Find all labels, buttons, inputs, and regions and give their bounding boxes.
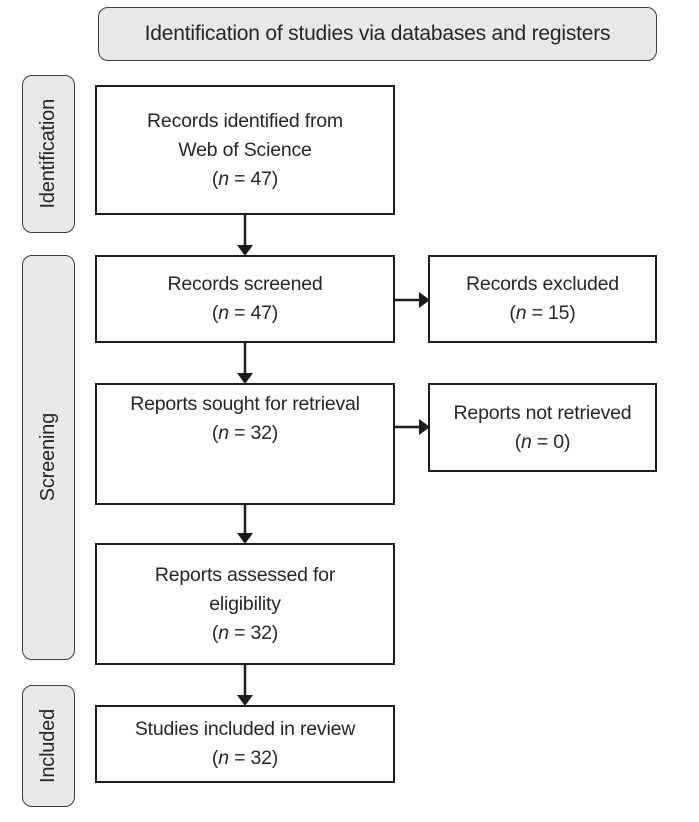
box-reports-sought: Reports sought for retrieval (n = 32) <box>95 383 395 505</box>
box-studies-included: Studies included in review (n = 32) <box>95 705 395 783</box>
box-reports-assessed: Reports assessed for eligibility (n = 32… <box>95 543 395 665</box>
diagram-title-banner: Identification of studies via databases … <box>98 7 657 61</box>
box-text-line: Reports not retrieved <box>453 401 632 424</box>
box-text-line: Web of Science <box>178 138 312 161</box>
count-line: (n = 0) <box>514 430 571 453</box>
stage-label-identification: Identification <box>22 75 75 233</box>
box-text-line: Records identified from <box>147 109 343 132</box>
count-line: (n = 47) <box>211 302 279 324</box>
count-line: (n = 32) <box>211 422 279 444</box>
arrow-screened-to-sought <box>237 343 253 384</box>
stage-label-screening: Screening <box>22 255 75 660</box>
box-records-screened: Records screened (n = 47) <box>95 255 395 343</box>
box-text-line: eligibility <box>209 592 281 615</box>
arrow-screened-to-excluded <box>395 292 430 308</box>
box-text-line: Reports sought for retrieval <box>130 393 360 415</box>
stage-label-included: Included <box>22 685 75 807</box>
box-records-identified: Records identified from Web of Science (… <box>95 85 395 215</box>
arrow-identified-to-screened <box>237 215 253 256</box>
arrow-sought-to-not-retrieved <box>395 419 430 435</box>
box-text-line: Studies included in review <box>134 718 356 740</box>
count-line: (n = 15) <box>509 302 576 324</box>
arrow-sought-to-assessed <box>237 505 253 544</box>
arrow-assessed-to-included <box>237 665 253 706</box>
box-reports-not-retrieved: Reports not retrieved (n = 0) <box>428 383 657 472</box>
diagram-title: Identification of studies via databases … <box>144 22 611 45</box>
stage-label-included-text: Included <box>37 708 59 783</box>
count-line: (n = 32) <box>211 621 279 644</box>
box-records-excluded: Records excluded (n = 15) <box>428 255 657 343</box>
box-text-line: Records excluded <box>466 273 619 295</box>
stage-label-screening-text: Screening <box>37 413 59 502</box>
stage-label-identification-text: Identification <box>37 99 59 209</box>
count-line: (n = 32) <box>211 747 279 769</box>
box-text-line: Records screened <box>167 273 323 295</box>
count-line: (n = 47) <box>211 167 279 190</box>
box-text-line: Reports assessed for <box>154 563 336 586</box>
